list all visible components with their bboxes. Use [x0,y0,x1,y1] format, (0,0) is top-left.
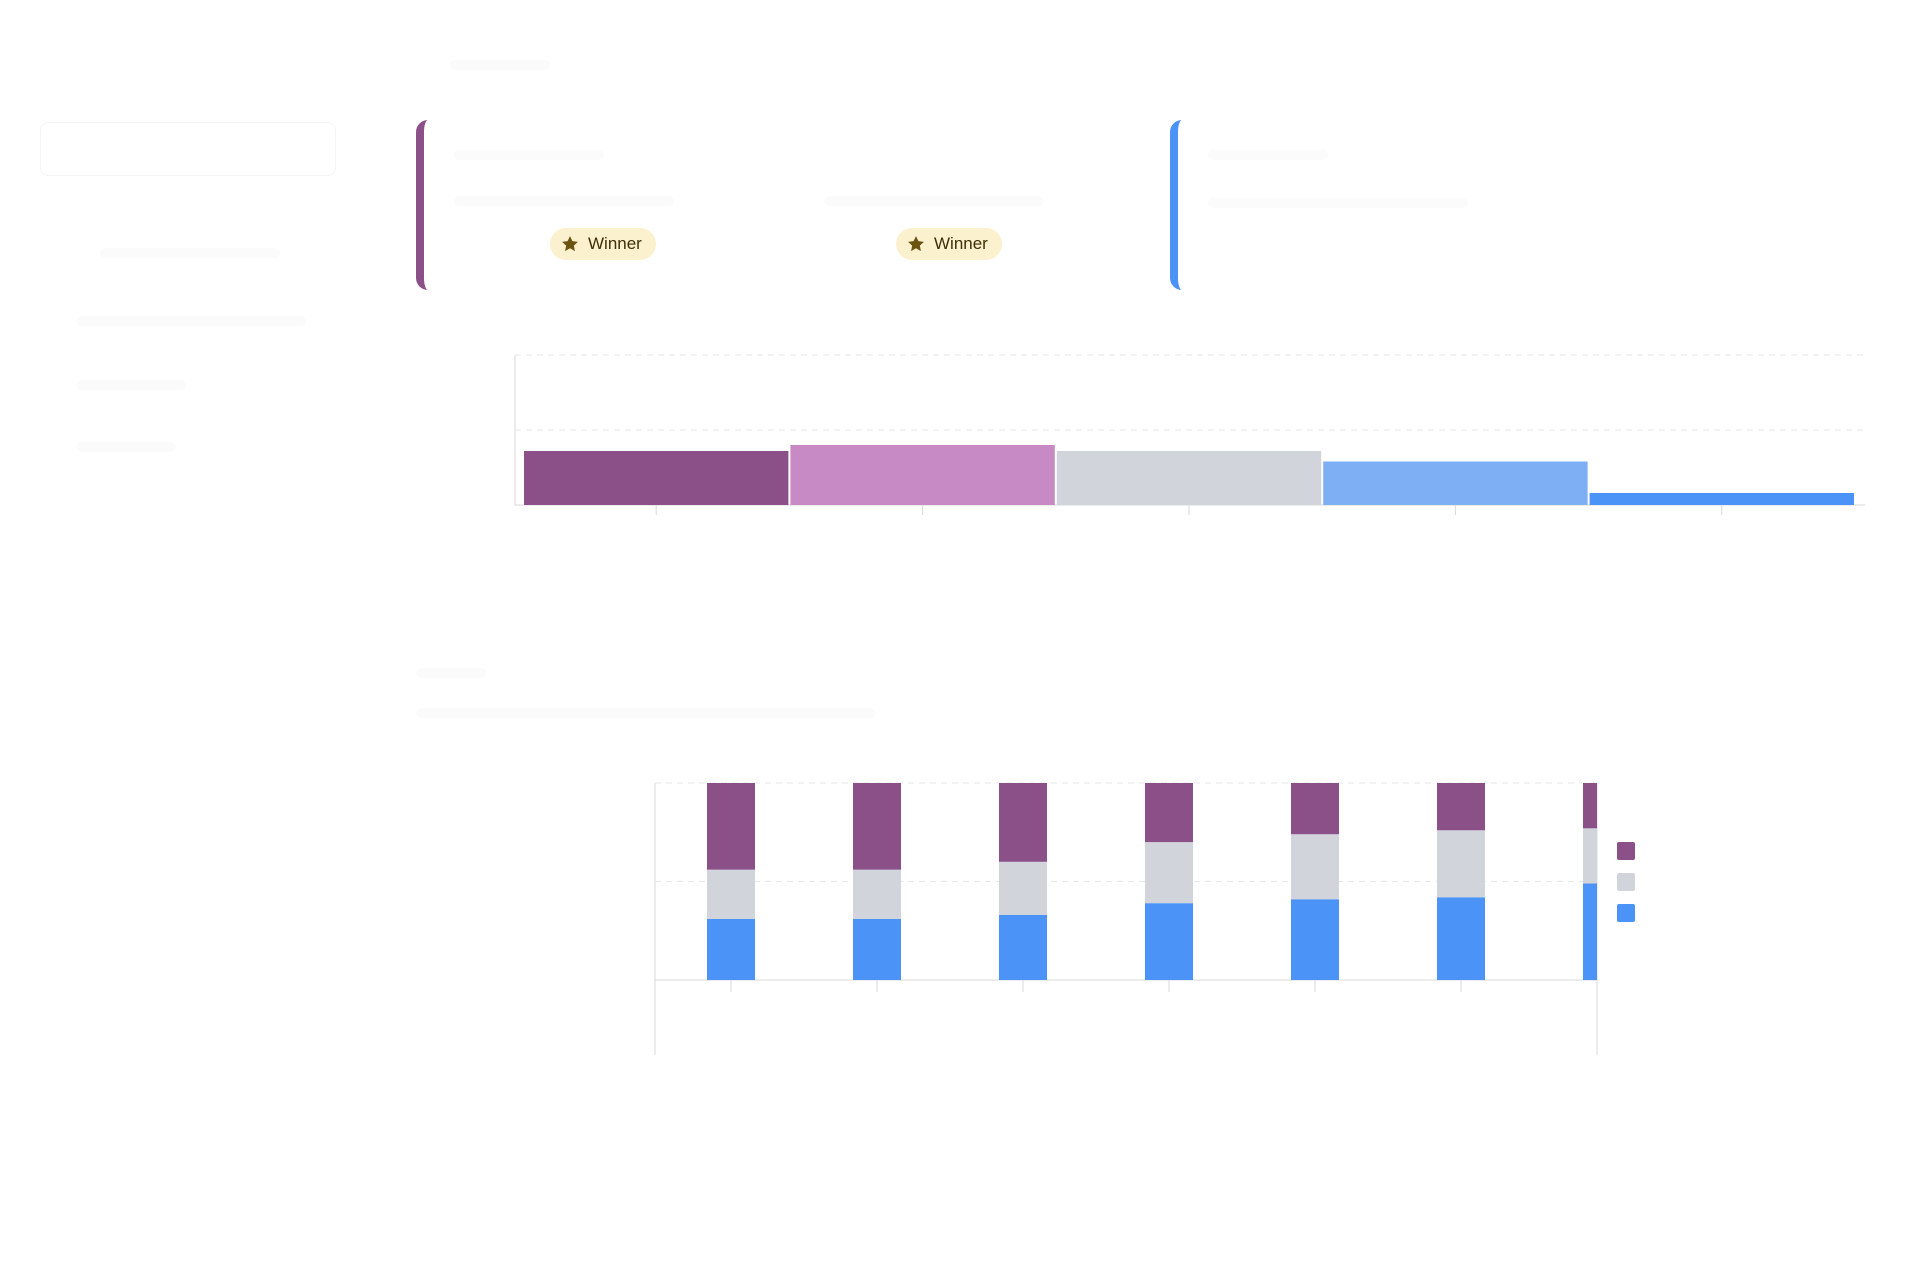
sidebar-search-box[interactable] [40,122,336,176]
chart2-bar-segment [853,783,901,870]
winner-badge: Winner [550,228,656,260]
chart2-bar-segment [999,914,1047,980]
card-title-placeholder [454,150,604,160]
chart2-bar-segment [999,783,1047,862]
winner-badge-label: Winner [588,234,642,253]
chart1-bar [1056,451,1322,505]
card-text-placeholder [454,196,674,206]
chart1-bar [790,445,1055,505]
star-icon [562,236,578,252]
chart2-bar-segment [1583,828,1597,884]
card-text-placeholder [1208,198,1468,208]
winner-badge: Winner [896,228,1002,260]
star-icon [908,236,924,252]
chart2-bar-segment [707,918,755,980]
sidebar [0,0,380,1281]
chart2-legend-swatch [1617,842,1635,860]
chart2-bar-segment [1437,830,1485,898]
chart2-bar-segment [1437,783,1485,831]
winner-badge-label: Winner [934,234,988,253]
sidebar-item-placeholder[interactable] [76,316,306,326]
sidebar-item-placeholder[interactable] [100,248,280,258]
chart2-bar-segment [707,869,755,919]
section-subtitle-placeholder [416,708,876,718]
chart2-legend-swatch [1617,904,1635,922]
sidebar-item-placeholder[interactable] [76,380,186,390]
chart2-bar-segment [1145,903,1193,980]
header-placeholder [450,60,550,70]
chart2-bar-segment [1291,834,1339,900]
chart2-bar-segment [707,783,755,870]
chart2-legend-swatch [1617,873,1635,891]
chart2-bar-segment [999,861,1047,915]
result-card-left: Winner Winner [416,120,1158,290]
section-title-placeholder [416,668,486,678]
chart2-bar-segment [853,918,901,980]
card-text-placeholder [824,196,1044,206]
chart1-bar [1589,493,1854,505]
chart2-bar-segment [1291,783,1339,835]
card-title-placeholder [1208,150,1328,160]
sidebar-item-placeholder[interactable] [76,442,176,452]
chart2-bar-segment [1437,897,1485,980]
chart1-bar [524,451,789,505]
chart2-bar-segment [853,869,901,919]
chart2-bar-segment [1145,783,1193,843]
chart2-bar-segment [1145,842,1193,904]
result-card-right [1170,120,1890,290]
chart2-bar-segment [1583,883,1597,980]
chart1-bar [1323,461,1588,505]
chart2-bar-segment [1583,783,1597,829]
chart2-bar-segment [1291,899,1339,980]
